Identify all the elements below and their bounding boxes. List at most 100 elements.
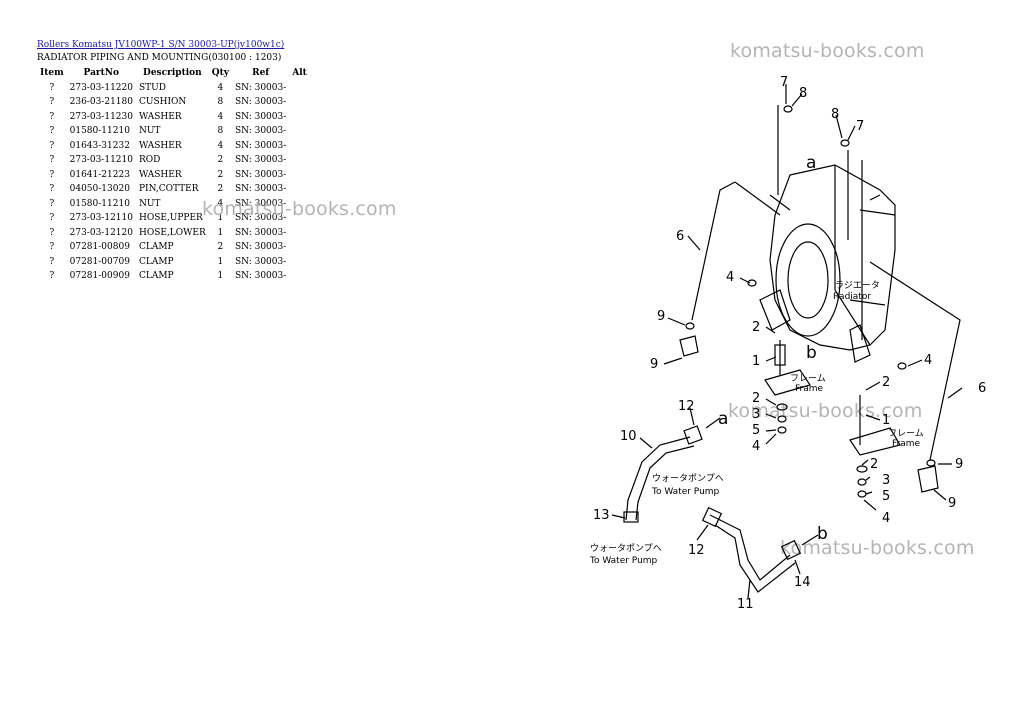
table-cell-ref: SN: 30003- bbox=[234, 126, 287, 136]
callout-a: a bbox=[806, 153, 816, 173]
rod-right bbox=[869, 261, 961, 461]
callout-3: 3 bbox=[882, 473, 890, 488]
nut-icon bbox=[685, 322, 695, 330]
table-cell-item: ? bbox=[49, 184, 55, 194]
support-rod-right bbox=[847, 150, 863, 340]
table-cell-description: CUSHION bbox=[138, 97, 187, 107]
table-cell-alt bbox=[289, 182, 310, 197]
cotter-bracket-right bbox=[917, 465, 939, 493]
leader-lines-right bbox=[861, 359, 923, 511]
callout-8: 8 bbox=[799, 86, 807, 101]
nut-icon bbox=[747, 279, 757, 287]
table-cell-alt bbox=[289, 269, 310, 284]
callout-b: b bbox=[817, 524, 828, 544]
hose-clamp bbox=[780, 539, 802, 561]
table-cell-description: HOSE,LOWER bbox=[138, 227, 206, 238]
right-frame-plate bbox=[849, 427, 901, 456]
table-cell-alt bbox=[289, 226, 310, 241]
leader-lines-far-right bbox=[933, 387, 963, 501]
table-cell-item: ? bbox=[49, 169, 55, 180]
table-cell-ref: SN: 30003- bbox=[234, 155, 287, 165]
hose-clamp bbox=[623, 511, 639, 523]
table-cell-item: ? bbox=[49, 126, 55, 136]
column-header-ref: Ref bbox=[252, 68, 270, 78]
table-cell-alt bbox=[289, 240, 310, 255]
table-row: ? 01641-21223 WASHER 2 SN: 30003- bbox=[37, 168, 310, 183]
table-cell-ref: SN: 30003- bbox=[234, 184, 287, 194]
table-cell-ref: SN: 30003- bbox=[234, 169, 287, 180]
table-cell-ref: SN: 30003- bbox=[234, 198, 287, 209]
callout-7: 7 bbox=[856, 119, 864, 134]
water-pump-label: To Water Pump bbox=[651, 487, 720, 497]
callout-11: 11 bbox=[737, 597, 754, 612]
callout-2: 2 bbox=[870, 457, 878, 472]
table-cell-description: ROD bbox=[138, 155, 161, 165]
radiator-body bbox=[769, 164, 896, 351]
callout-12: 12 bbox=[678, 399, 695, 414]
hose-clamp bbox=[683, 425, 703, 445]
callout-9: 9 bbox=[948, 496, 956, 511]
water-pump-label-jp: ウォータポンプへ bbox=[652, 473, 724, 484]
callout-5: 5 bbox=[882, 489, 890, 504]
table-cell-qty: 4 bbox=[217, 140, 224, 151]
upper-hose-edge bbox=[635, 445, 695, 521]
table-cell-qty: 1 bbox=[217, 213, 224, 223]
callout-5: 5 bbox=[752, 423, 760, 438]
breadcrumb-link[interactable]: Rollers Komatsu JV100WP-1 S/N 30003-UP(j… bbox=[37, 40, 285, 50]
table-header-row: Item PartNo Description Qty Ref Alt bbox=[37, 66, 310, 81]
table-cell-qty: 1 bbox=[217, 256, 224, 267]
table-cell-description: NUT bbox=[138, 198, 161, 209]
leader-lines-hoses bbox=[611, 407, 819, 599]
table-cell-item: ? bbox=[49, 256, 55, 267]
washer-icon bbox=[856, 465, 868, 473]
table-cell-item: ? bbox=[49, 82, 55, 93]
column-header-item: Item bbox=[40, 68, 64, 78]
table-cell-description: WASHER bbox=[138, 169, 182, 180]
left-cushion bbox=[774, 344, 786, 366]
parts-table: Item PartNo Description Qty Ref Alt ?273… bbox=[37, 66, 310, 284]
table-cell-alt bbox=[289, 81, 310, 96]
table-cell-part-no: 273-03-11210 bbox=[69, 155, 133, 165]
table-cell-part-no: 273-03-11220 bbox=[69, 82, 133, 93]
radiator-fan-opening bbox=[787, 241, 829, 319]
table-cell-part-no: 01580-11210 bbox=[69, 198, 130, 209]
callout-9: 9 bbox=[955, 457, 963, 472]
washer-icon bbox=[776, 403, 788, 411]
leader-lines-top bbox=[785, 84, 856, 141]
column-header-partno: PartNo bbox=[83, 68, 120, 78]
nut-icon bbox=[857, 490, 867, 498]
table-cell-item: ? bbox=[49, 198, 55, 209]
callout-3: 3 bbox=[752, 407, 760, 422]
column-header-description: Description bbox=[143, 68, 202, 78]
table-cell-alt bbox=[289, 95, 310, 110]
table-cell-item: ? bbox=[49, 97, 55, 107]
table-cell-item: ? bbox=[49, 213, 55, 223]
table-cell-alt bbox=[289, 153, 310, 168]
table-cell-description: STUD bbox=[138, 82, 166, 93]
table-cell-alt bbox=[289, 110, 310, 125]
nut-icon bbox=[783, 105, 793, 113]
table-cell-qty: 1 bbox=[217, 271, 224, 281]
table-cell-part-no: 273-03-12120 bbox=[69, 227, 133, 238]
table-cell-qty: 2 bbox=[217, 169, 224, 180]
table-cell-part-no: 273-03-11230 bbox=[69, 111, 133, 122]
table-cell-ref: SN: 30003- bbox=[234, 111, 287, 122]
callout-2: 2 bbox=[752, 391, 760, 406]
hose-clamp bbox=[701, 506, 723, 528]
callout-6: 6 bbox=[978, 381, 986, 396]
table-cell-part-no: 01641-21223 bbox=[69, 169, 130, 180]
table-cell-description: CLAMP bbox=[138, 256, 174, 267]
callout-9: 9 bbox=[657, 309, 665, 324]
left-frame-plate bbox=[764, 369, 811, 396]
table-cell-part-no: 273-03-12110 bbox=[69, 213, 133, 223]
table-cell-part-no: 07281-00809 bbox=[69, 242, 130, 252]
table-cell-item: ? bbox=[49, 227, 55, 238]
